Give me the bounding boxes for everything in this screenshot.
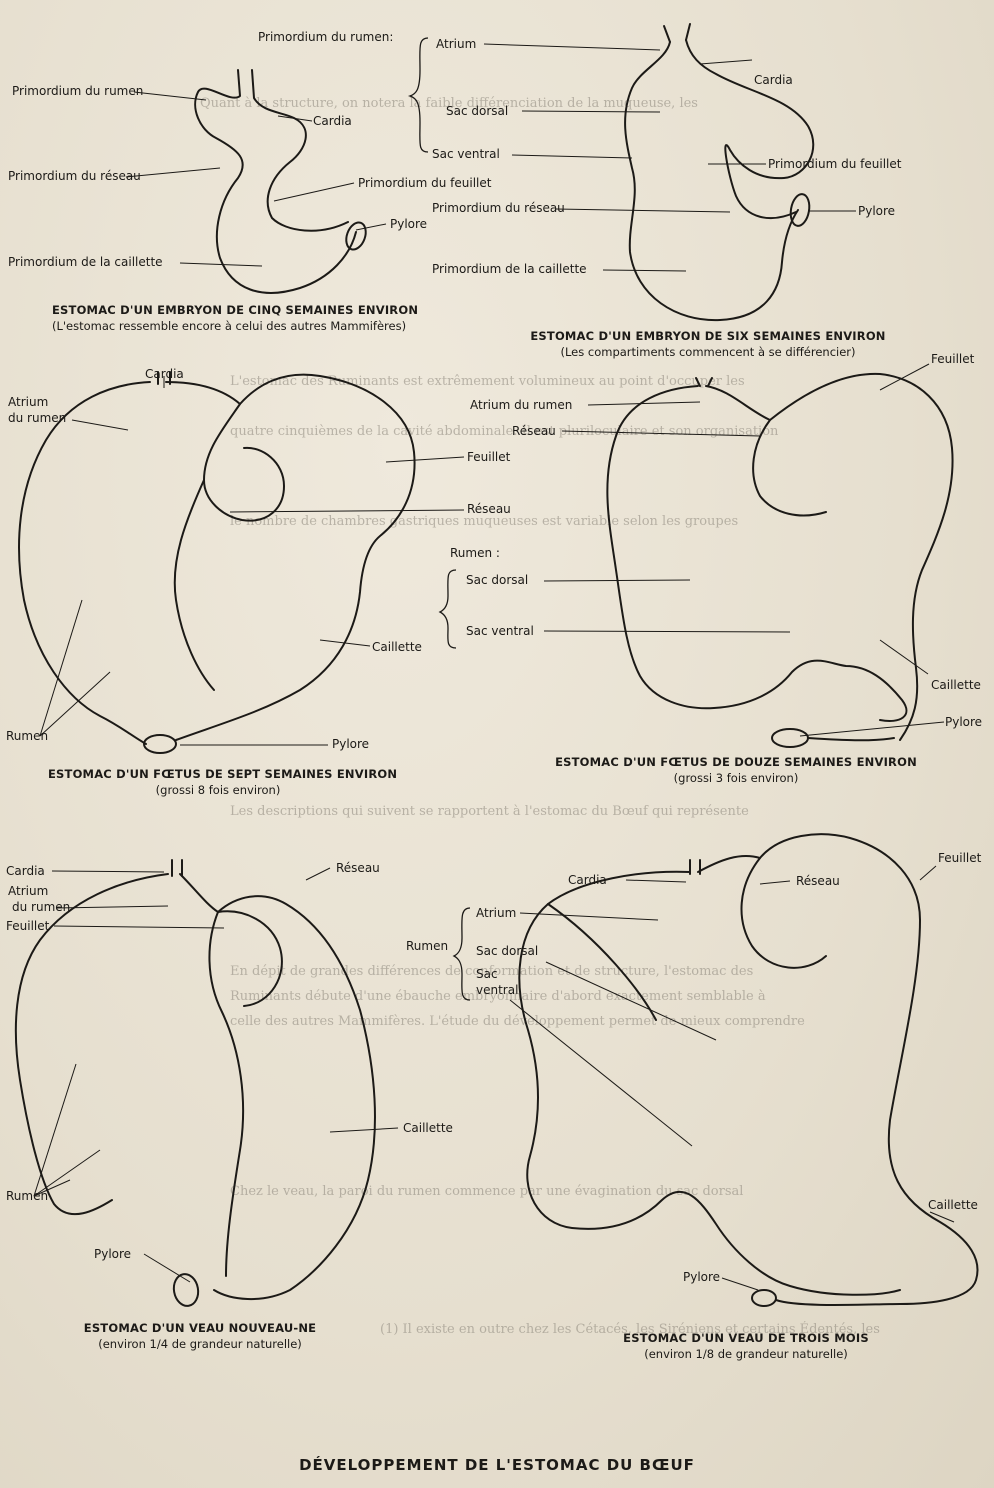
- fig5-label-caillette: Caillette: [403, 1121, 453, 1135]
- fig6-label-rumen: Rumen: [406, 939, 448, 953]
- fig5-label-atrium-line1: Atrium: [8, 884, 48, 898]
- fig2-label-primordium-feuillet: Primordium du feuillet: [768, 157, 901, 171]
- fig1-label-primordium-reseau: Primordium du réseau: [8, 169, 141, 183]
- fig2-stomach-outline: [625, 24, 813, 320]
- fig6-label-atrium: Atrium: [476, 906, 516, 920]
- fig1-label-primordium-caillette: Primordium de la caillette: [8, 255, 163, 269]
- fig6-caption-title: ESTOMAC D'UN VEAU DE TROIS MOIS: [596, 1330, 896, 1346]
- fig1-stomach-outline: [195, 70, 369, 293]
- fig2-label-atrium: Atrium: [436, 37, 476, 51]
- fig2-label-primordium-caillette: Primordium de la caillette: [432, 262, 587, 276]
- fig3-label-cardia: Cardia: [145, 367, 184, 381]
- fig6-label-reseau: Réseau: [796, 874, 840, 888]
- fig1-caption: ESTOMAC D'UN EMBRYON DE CINQ SEMAINES EN…: [52, 302, 392, 334]
- fig6-label-pylore: Pylore: [683, 1270, 720, 1284]
- fig2-label-primordium-rumen-heading: Primordium du rumen:: [258, 30, 393, 44]
- fig2-label-primordium-reseau: Primordium du réseau: [432, 201, 565, 215]
- fig1-label-cardia: Cardia: [313, 114, 352, 128]
- fig4-label-sac-ventral: Sac ventral: [466, 624, 534, 638]
- fig3-label-caillette: Caillette: [372, 640, 422, 654]
- fig1-caption-title: ESTOMAC D'UN EMBRYON DE CINQ SEMAINES EN…: [52, 302, 392, 318]
- fig6-caption-subtitle: (environ 1/8 de grandeur naturelle): [596, 1346, 896, 1362]
- fig3-caption: ESTOMAC D'UN FŒTUS DE SEPT SEMAINES ENVI…: [48, 766, 388, 798]
- fig2-label-sac-dorsal: Sac dorsal: [446, 104, 508, 118]
- fig3-leaders: [40, 376, 464, 745]
- fig2-label-cardia: Cardia: [754, 73, 793, 87]
- fig6-label-cardia: Cardia: [568, 873, 607, 887]
- fig3-label-atrium-line2: du rumen: [8, 411, 66, 425]
- fig2-label-sac-ventral: Sac ventral: [432, 147, 500, 161]
- fig4-label-reseau: Réseau: [512, 424, 556, 438]
- fig2-caption-title: ESTOMAC D'UN EMBRYON DE SIX SEMAINES ENV…: [518, 328, 898, 344]
- fig6-label-sac-dorsal: Sac dorsal: [476, 944, 538, 958]
- fig3-label-feuillet: Feuillet: [467, 450, 510, 464]
- fig4-leaders: [440, 364, 944, 736]
- fig5-caption-subtitle: (environ 1/4 de grandeur naturelle): [50, 1336, 350, 1352]
- fig5-label-reseau: Réseau: [336, 861, 380, 875]
- fig4-label-pylore: Pylore: [945, 715, 982, 729]
- fig1-caption-subtitle: (L'estomac ressemble encore à celui des …: [52, 318, 392, 334]
- fig2-caption-subtitle: (Les compartiments commencent à se diffé…: [518, 344, 898, 360]
- fig4-label-atrium-rumen: Atrium du rumen: [470, 398, 572, 412]
- fig5-caption: ESTOMAC D'UN VEAU NOUVEAU-NE (environ 1/…: [50, 1320, 350, 1352]
- fig4-label-caillette: Caillette: [931, 678, 981, 692]
- fig6-stomach-outline: [519, 834, 977, 1306]
- fig3-caption-subtitle: (grossi 8 fois environ): [48, 782, 388, 798]
- fig4-label-feuillet: Feuillet: [931, 352, 974, 366]
- fig3-label-pylore: Pylore: [332, 737, 369, 751]
- fig1-label-primordium-rumen: Primordium du rumen: [12, 84, 143, 98]
- fig4-caption-subtitle: (grossi 3 fois environ): [546, 770, 926, 786]
- fig2-label-pylore: Pylore: [858, 204, 895, 218]
- fig5-leaders: [34, 868, 398, 1282]
- fig1-label-pylore: Pylore: [390, 217, 427, 231]
- fig3-label-rumen: Rumen: [6, 729, 48, 743]
- fig5-label-feuillet: Feuillet: [6, 919, 49, 933]
- fig5-label-rumen: Rumen: [6, 1189, 48, 1203]
- fig4-caption: ESTOMAC D'UN FŒTUS DE DOUZE SEMAINES ENV…: [546, 754, 926, 786]
- fig6-label-feuillet: Feuillet: [938, 851, 981, 865]
- fig3-caption-title: ESTOMAC D'UN FŒTUS DE SEPT SEMAINES ENVI…: [48, 766, 388, 782]
- fig5-label-atrium-line2: du rumen: [12, 900, 70, 914]
- fig4-label-rumen-heading: Rumen :: [450, 546, 500, 560]
- fig5-caption-title: ESTOMAC D'UN VEAU NOUVEAU-NE: [50, 1320, 350, 1336]
- fig3-label-atrium-line1: Atrium: [8, 395, 48, 409]
- fig6-caption: ESTOMAC D'UN VEAU DE TROIS MOIS (environ…: [596, 1330, 896, 1362]
- fig4-stomach-outline: [607, 374, 952, 747]
- fig6-label-caillette: Caillette: [928, 1198, 978, 1212]
- fig6-label-sac-line2: ventral: [476, 983, 518, 997]
- fig3-label-reseau: Réseau: [467, 502, 511, 516]
- fig5-label-pylore: Pylore: [94, 1247, 131, 1261]
- fig4-label-sac-dorsal: Sac dorsal: [466, 573, 528, 587]
- fig4-caption-title: ESTOMAC D'UN FŒTUS DE DOUZE SEMAINES ENV…: [546, 754, 926, 770]
- fig5-label-cardia: Cardia: [6, 864, 45, 878]
- fig1-label-primordium-feuillet: Primordium du feuillet: [358, 176, 491, 190]
- fig6-label-sac-line1: Sac: [476, 967, 498, 981]
- fig3-stomach-outline: [19, 372, 415, 753]
- page-title: DÉVELOPPEMENT DE L'ESTOMAC DU BŒUF: [0, 1456, 994, 1474]
- fig2-caption: ESTOMAC D'UN EMBRYON DE SIX SEMAINES ENV…: [518, 328, 898, 360]
